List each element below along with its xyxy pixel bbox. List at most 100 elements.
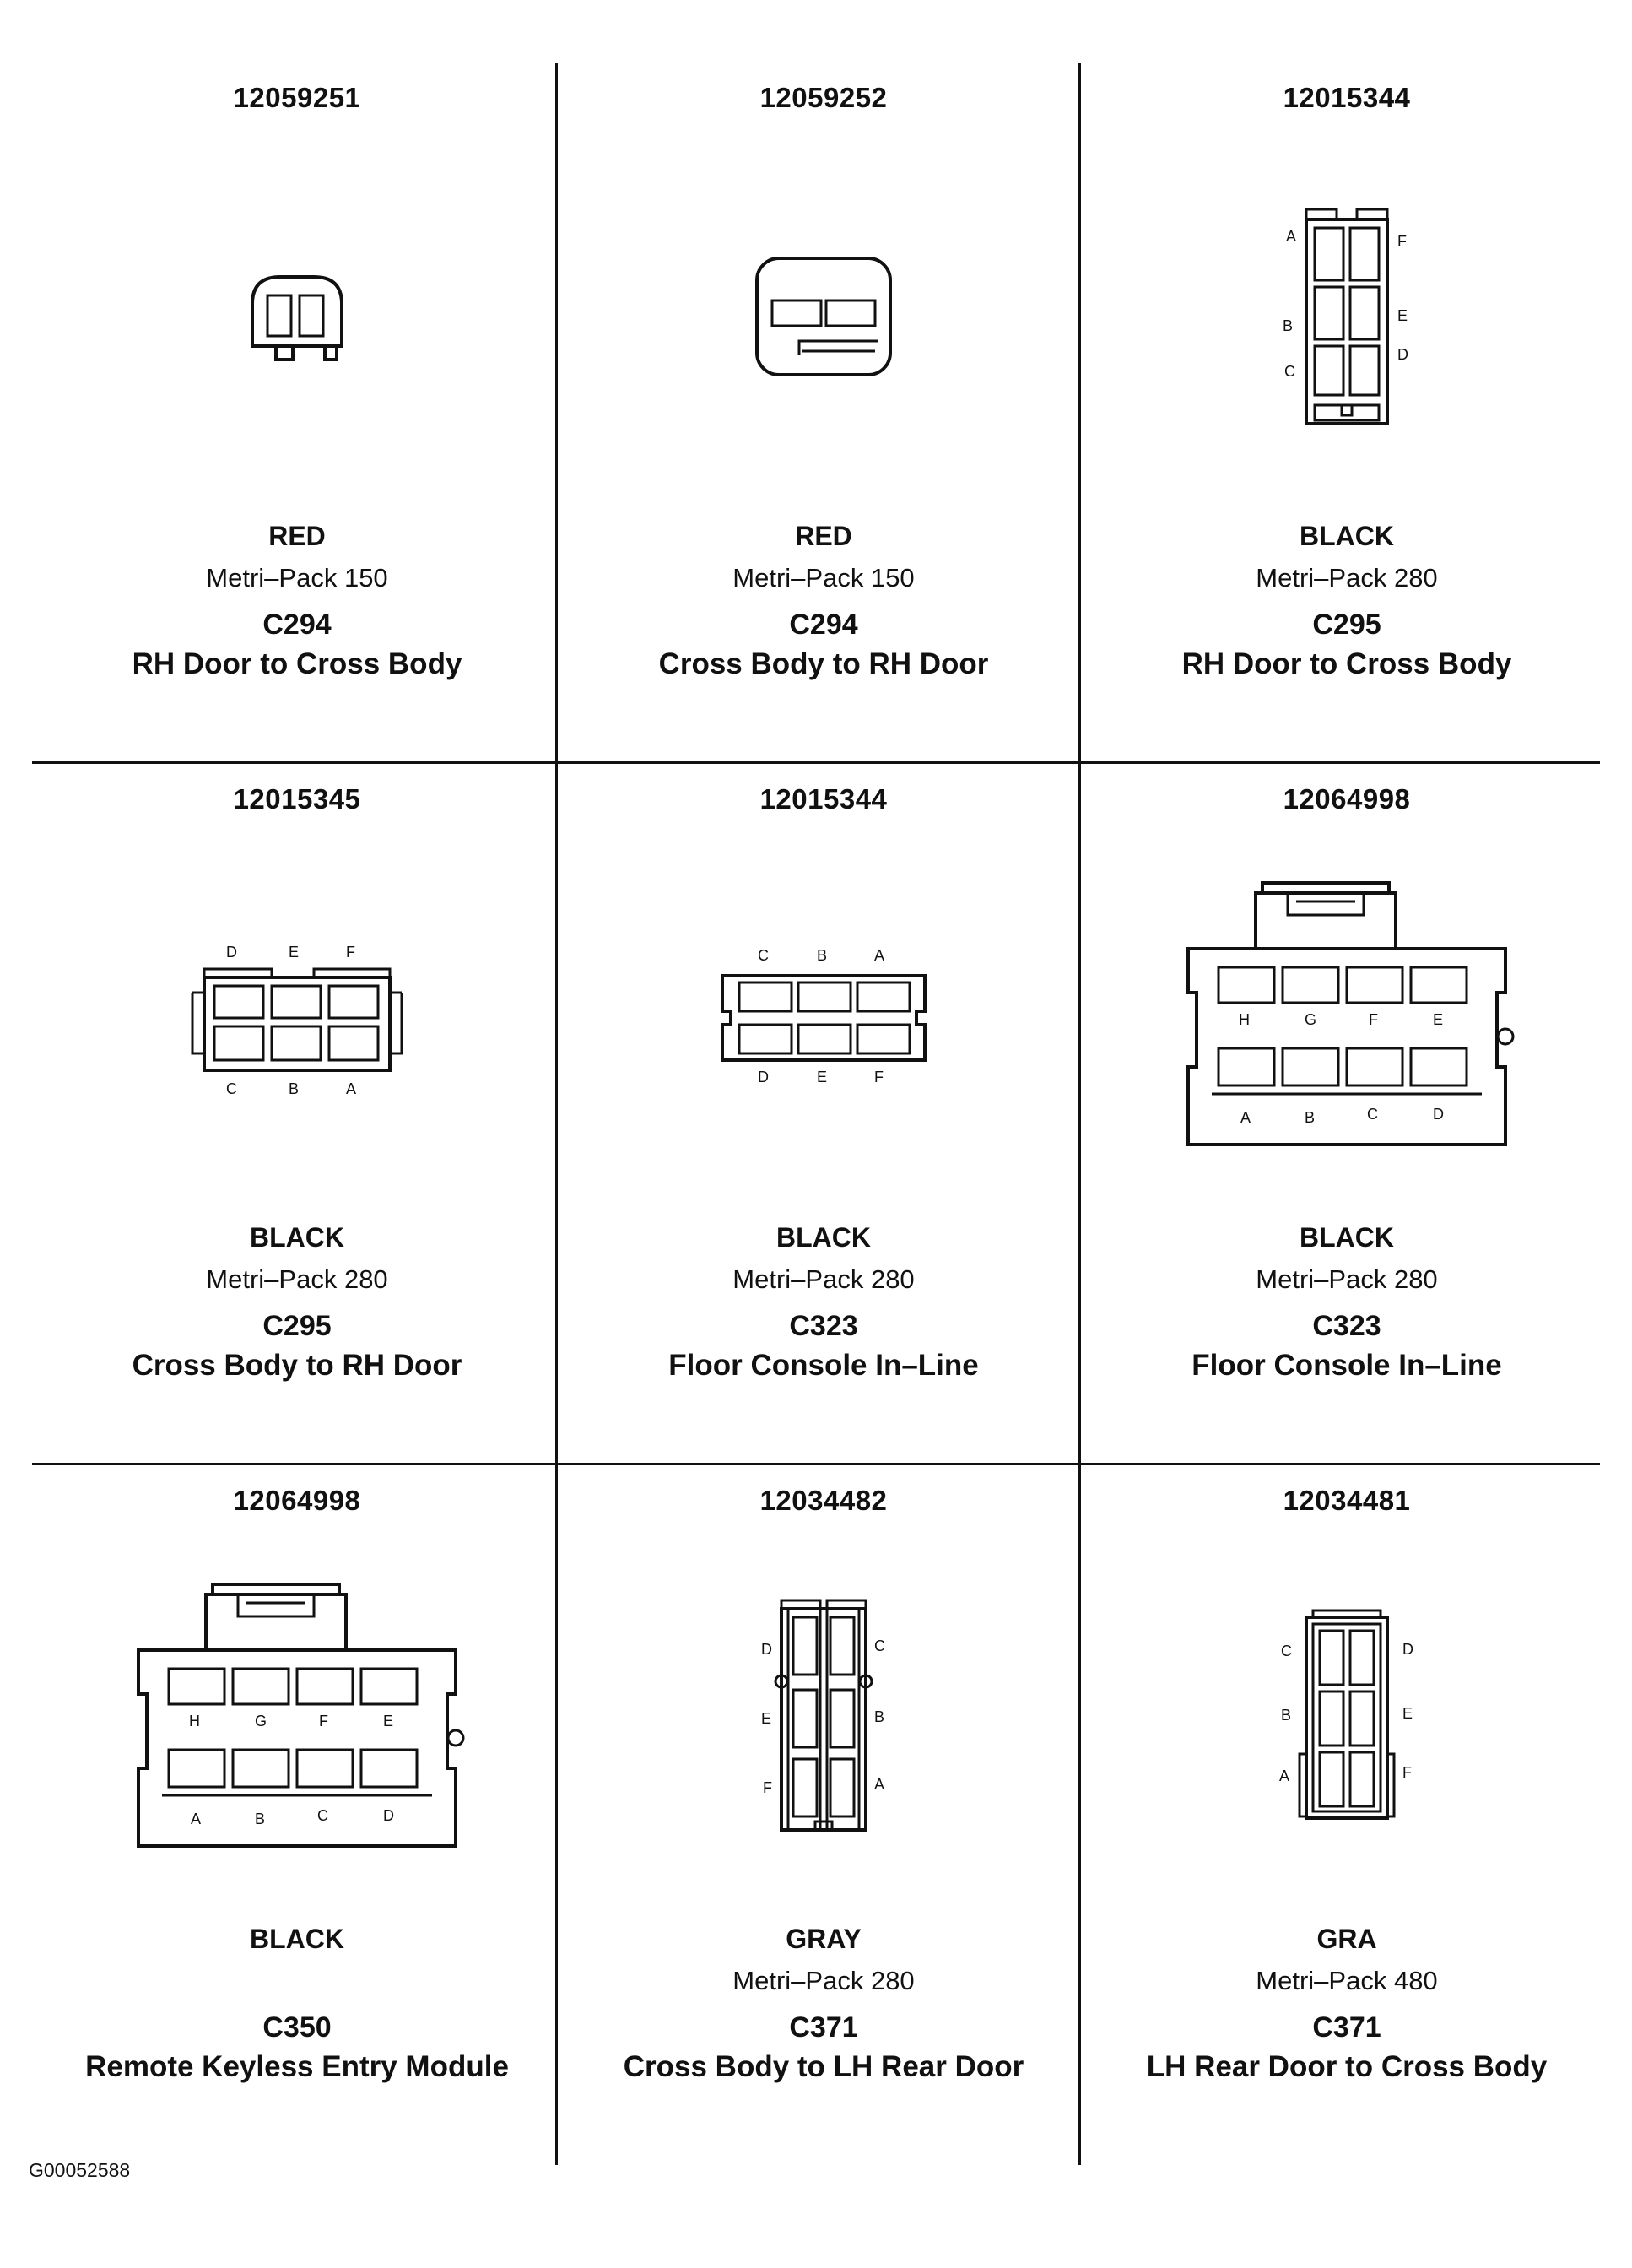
pin-label: B bbox=[255, 1811, 265, 1827]
pin-label: F bbox=[1369, 1011, 1378, 1028]
pin-label: A bbox=[1286, 228, 1296, 245]
metri-pack-series: Metri–Pack 150 bbox=[732, 563, 915, 593]
pin-label: A bbox=[1240, 1109, 1251, 1126]
pin-label: C bbox=[1281, 1643, 1292, 1659]
part-number: 12015344 bbox=[759, 783, 888, 815]
pin-label: A bbox=[874, 1776, 884, 1793]
connector-description: Cross Body to RH Door bbox=[132, 1349, 462, 1382]
pin-label: B bbox=[874, 1708, 884, 1725]
wire-color: RED bbox=[795, 521, 852, 551]
pin-label: H bbox=[1239, 1011, 1250, 1028]
metri-pack-series: Metri–Pack 280 bbox=[732, 1264, 915, 1294]
figure-id: G00052588 bbox=[29, 2159, 131, 2181]
grid-divider-horizontal-2 bbox=[32, 1463, 1600, 1465]
part-number: 12034482 bbox=[759, 1485, 888, 1516]
metri-pack-series: Metri–Pack 280 bbox=[1256, 1264, 1438, 1294]
connector-description: RH Door to Cross Body bbox=[1181, 647, 1512, 680]
pin-label: D bbox=[758, 1069, 769, 1085]
pin-label: C bbox=[226, 1080, 237, 1097]
connector-diagram bbox=[560, 148, 1087, 485]
connector-8pin-icon: H G F E A B C D bbox=[1186, 881, 1515, 1146]
metri-pack-series: Metri–Pack 280 bbox=[1256, 563, 1438, 593]
pin-label: E bbox=[1433, 1011, 1443, 1028]
pin-label: F bbox=[319, 1713, 328, 1729]
connector-description: Cross Body to LH Rear Door bbox=[623, 2050, 1024, 2083]
grid-divider-vertical-2 bbox=[1078, 63, 1081, 2165]
metri-pack-series: Metri–Pack 150 bbox=[206, 563, 388, 593]
part-number: 12059251 bbox=[233, 82, 361, 113]
wire-color: BLACK bbox=[1300, 1222, 1394, 1253]
pin-label: E bbox=[1402, 1705, 1413, 1722]
wire-color: BLACK bbox=[250, 1222, 344, 1253]
pin-label: D bbox=[1402, 1641, 1413, 1658]
pin-label: C bbox=[317, 1807, 328, 1824]
part-number: 12015345 bbox=[233, 783, 361, 815]
pin-label: C bbox=[1284, 363, 1295, 380]
connector-8pin-icon: H G F E A B C D bbox=[137, 1583, 465, 1848]
pin-label: B bbox=[1281, 1707, 1291, 1724]
connector-id: C371 bbox=[1312, 2011, 1381, 2043]
metri-pack-series: Metri–Pack 280 bbox=[206, 1264, 388, 1294]
pin-label: B bbox=[817, 947, 827, 964]
pin-label: A bbox=[1279, 1767, 1289, 1784]
pin-label: A bbox=[191, 1811, 201, 1827]
pin-label: D bbox=[761, 1641, 772, 1658]
connector-cell-6: 12064998 H G F E A B bbox=[1083, 739, 1610, 1440]
connector-6pin-horizontal-icon: D E F C B A bbox=[191, 944, 403, 1097]
connector-description: Floor Console In–Line bbox=[668, 1349, 979, 1382]
wire-color: RED bbox=[268, 521, 326, 551]
part-number: 12015344 bbox=[1283, 82, 1411, 113]
connector-diagram: D E F C B A bbox=[34, 849, 560, 1187]
part-number: 12059252 bbox=[759, 82, 888, 113]
pin-label: A bbox=[874, 947, 884, 964]
pin-label: F bbox=[1402, 1764, 1412, 1781]
connector-cell-2: 12059252 RED Metri–Pack 150 C294 Cross B… bbox=[560, 38, 1087, 739]
pin-label: F bbox=[1397, 233, 1407, 250]
pin-label: E bbox=[383, 1713, 393, 1729]
connector-6pin-inline-icon: C B A D E F bbox=[721, 947, 927, 1085]
pin-label: C bbox=[1367, 1106, 1378, 1123]
pin-label: D bbox=[1433, 1106, 1444, 1123]
connector-diagram: H G F E A B C D bbox=[1083, 849, 1610, 1187]
metri-pack-series: Metri–Pack 280 bbox=[732, 1966, 915, 1995]
pin-label: C bbox=[758, 947, 769, 964]
pin-label: D bbox=[1397, 346, 1408, 363]
pin-label: C bbox=[874, 1637, 885, 1654]
part-number: 12064998 bbox=[1283, 783, 1411, 815]
connector-2pin-icon bbox=[251, 275, 343, 361]
connector-diagram: H G F E A B C D bbox=[34, 1551, 560, 1888]
connector-cell-1: 12059251 RED Metri–Pack 150 C294 RH Door… bbox=[34, 38, 560, 739]
wire-color: GRA bbox=[1316, 1924, 1377, 1954]
connector-6pin-vertical-icon: C B A D E F bbox=[1279, 1609, 1413, 1820]
connector-6pin-vertical-icon: D E F C B A bbox=[761, 1599, 885, 1832]
connector-cell-9: 12034481 C B A D E F GRA Metri bbox=[1083, 1441, 1610, 2141]
connector-cell-3: 12015344 A B C F E D BLAC bbox=[1083, 38, 1610, 739]
connector-id: C323 bbox=[789, 1310, 858, 1342]
connector-diagram: D E F C B A bbox=[560, 1551, 1087, 1888]
connector-cell-8: 12034482 D E F C B A bbox=[560, 1441, 1087, 2141]
pin-label: H bbox=[189, 1713, 200, 1729]
connector-id: C350 bbox=[262, 2011, 332, 2043]
pin-label: E bbox=[761, 1710, 771, 1727]
pin-label: A bbox=[346, 1080, 356, 1097]
connector-description: RH Door to Cross Body bbox=[132, 647, 462, 680]
pin-label: B bbox=[289, 1080, 299, 1097]
pin-label: F bbox=[763, 1779, 772, 1796]
connector-cell-7: 12064998 H G F E A B bbox=[34, 1441, 560, 2141]
pin-label: G bbox=[1305, 1011, 1316, 1028]
pin-label: F bbox=[346, 944, 355, 961]
part-number: 12034481 bbox=[1283, 1485, 1411, 1516]
pin-label: G bbox=[255, 1713, 267, 1729]
pin-label: D bbox=[226, 944, 237, 961]
wire-color: GRAY bbox=[786, 1924, 862, 1954]
connector-description: Cross Body to RH Door bbox=[658, 647, 989, 680]
connector-id: C295 bbox=[262, 1310, 332, 1342]
wire-color: BLACK bbox=[1300, 521, 1394, 551]
connector-diagram: C B A D E F bbox=[560, 849, 1087, 1187]
connector-diagram: C B A D E F bbox=[1083, 1551, 1610, 1888]
connector-diagram bbox=[34, 148, 560, 485]
connector-id: C371 bbox=[789, 2011, 858, 2043]
connector-2pin-housing-icon bbox=[755, 257, 892, 376]
wire-color: BLACK bbox=[776, 1222, 871, 1253]
